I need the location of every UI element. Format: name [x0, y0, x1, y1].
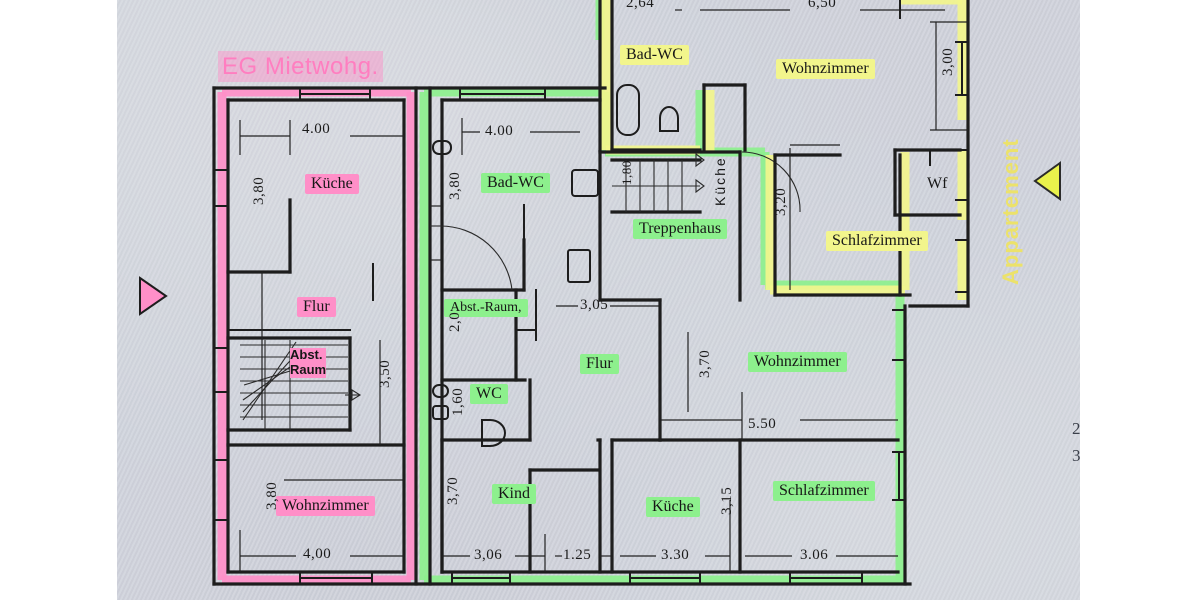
bathroom-fixtures-right: [616, 84, 679, 136]
room-label-abst-raum-left: Abst.Raum: [290, 347, 327, 378]
dim-top-650: 6,50: [808, 0, 837, 11]
dim-mid-315: 3,15: [719, 486, 735, 515]
right-unit-walls: [610, 0, 969, 297]
arrow-right-yellow: [1033, 161, 1061, 201]
dim-mid-125: 1.25: [563, 547, 592, 563]
direction-markers: [139, 161, 1061, 316]
building-outline: [212, 0, 970, 586]
edge-fragment-2: 2: [1072, 419, 1081, 438]
room-label-abst-raum-middle: Abst.-Raum,: [444, 299, 528, 317]
room-label-flur-middle: Flur: [580, 354, 619, 374]
staircase-center: [610, 152, 705, 214]
dim-mid-160: 1,60: [450, 387, 466, 416]
bathroom-fixtures-middle: [432, 140, 599, 447]
room-label-kueche-middle: Küche: [646, 497, 700, 517]
room-label-schlafzimmer-middle: Schlafzimmer: [773, 481, 875, 501]
appartement-label: Appartement: [998, 138, 1023, 285]
room-label-bad-wc-right: Bad-WC: [620, 45, 689, 65]
dim-top-left-400: 4.00: [302, 121, 331, 137]
dim-mid-370: 3,70: [445, 476, 461, 505]
dim-mid-330: 3.30: [661, 547, 690, 563]
dimension-lines: [239, 9, 968, 572]
dim-mid-550: 5.50: [748, 416, 777, 432]
room-label-flur-left: Flur: [297, 297, 336, 317]
dim-mid-370b: 3,70: [697, 349, 713, 378]
page-title: EG Mietwohg.: [218, 51, 383, 82]
room-label-wohnzimmer-right: Wohnzimmer: [776, 59, 875, 79]
dim-left-bottom-400: 4,00: [303, 546, 332, 562]
room-label-kueche-left: Küche: [305, 174, 359, 194]
dim-mid-306b: 3.06: [800, 547, 829, 563]
highlight-walls-pink: [217, 87, 416, 585]
dim-top-264: 2,64: [626, 0, 655, 11]
dim-mid-305: 3,05: [580, 297, 609, 313]
dim-left-380-kueche: 3,80: [251, 176, 267, 205]
middle-unit-walls: [430, 87, 906, 585]
dim-right-300: 3,00: [940, 47, 956, 76]
dim-left-380-wohn: 3,80: [264, 481, 280, 510]
room-label-wohnzimmer-left: Wohnzimmer: [276, 496, 375, 516]
room-label-bad-wc-middle: Bad-WC: [481, 173, 550, 193]
room-label-treppenhaus: Treppenhaus: [633, 219, 728, 239]
room-label-wf-right: Wf: [927, 175, 948, 192]
arrow-left-pink: [139, 276, 168, 316]
room-label-kueche-right-vertical: Küche: [712, 156, 728, 206]
room-label-wohnzimmer-middle: Wohnzimmer: [748, 352, 847, 372]
room-label-schlafzimmer-right: Schlafzimmer: [826, 231, 928, 251]
edge-fragment-3: 3: [1072, 446, 1081, 465]
dim-mid-306: 3,06: [474, 547, 503, 563]
dim-mid-top-400: 4.00: [485, 123, 514, 139]
dim-right-320: 3,20: [773, 187, 789, 216]
dim-mid-20: 2,0: [447, 311, 463, 332]
dim-mid-380: 3,80: [447, 171, 463, 200]
left-unit-walls: [213, 87, 406, 585]
staircase-left: [240, 340, 362, 430]
dim-stair-180: 1,80: [619, 160, 634, 185]
dim-left-350: 3,50: [377, 359, 393, 388]
room-label-wc-middle: WC: [470, 384, 508, 404]
room-label-kind-middle: Kind: [492, 484, 536, 504]
